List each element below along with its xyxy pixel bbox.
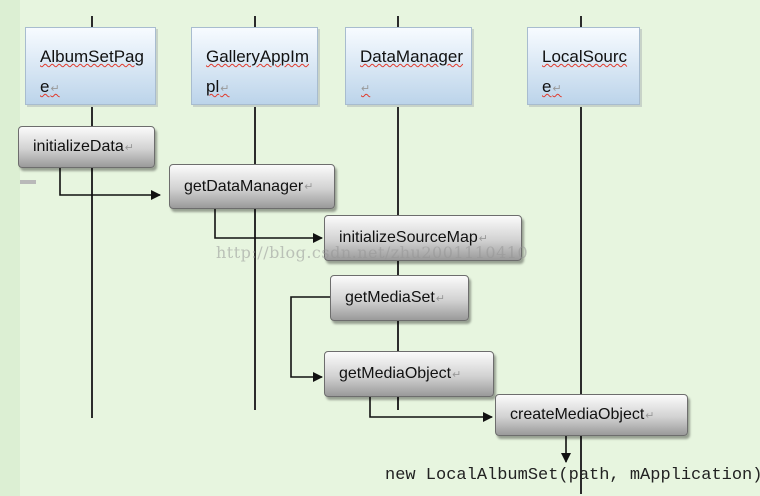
return-mark: ↵: [50, 83, 60, 95]
return-mark: ↵: [361, 83, 371, 95]
code-line: new LocalAlbumSet(path, mApplication);↵: [385, 466, 760, 485]
actor-datamanager: DataManager ↵: [345, 27, 472, 105]
lifeline-datamanager: [397, 16, 399, 410]
code-text: new LocalAlbumSet(path, mApplication);: [385, 466, 760, 485]
arrow-getmediaset-to-getmediaobject: [290, 296, 330, 382]
message-createmediaobject: createMediaObject↵: [495, 394, 688, 436]
arrow-getmediaobject-to-createmediaobject: [369, 397, 493, 422]
message-initializedata: initializeData↵: [18, 126, 155, 168]
actor-label: DataManager: [360, 47, 464, 66]
lifeline-localsource: [580, 16, 582, 494]
actor-label: GalleryAppImpl: [206, 47, 309, 96]
message-label: createMediaObject: [510, 406, 645, 423]
actor-localsource: LocalSource↵: [527, 27, 640, 105]
return-mark: ↵: [452, 368, 462, 381]
lifeline-galleryappimpl: [254, 16, 256, 410]
message-label: initializeData: [33, 138, 124, 155]
message-getdatamanager: getDataManager↵: [169, 164, 335, 209]
return-mark: ↵: [645, 409, 655, 422]
message-label: initializeSourceMap: [339, 229, 478, 246]
message-label: getMediaSet: [345, 289, 435, 306]
actor-label: AlbumSetPage: [40, 47, 144, 96]
watermark: http://blog.csdn.net/zhu2001110410: [216, 243, 529, 262]
message-getmediaset: getMediaSet↵: [330, 275, 469, 321]
arrow-initializedata-to-getdatamanager: [59, 168, 161, 200]
margin-marker: [20, 180, 36, 184]
actor-albumsetpage: AlbumSetPage↵: [25, 27, 156, 105]
actor-label: LocalSource: [542, 47, 628, 96]
return-mark: ↵: [552, 83, 562, 95]
return-mark: ↵: [220, 83, 230, 95]
message-initializesourcemap: initializeSourceMap↵: [324, 215, 522, 261]
actor-galleryappimpl: GalleryAppImpl↵: [191, 27, 318, 105]
lifeline-albumsetpage: [91, 16, 93, 418]
left-margin-stripe: [0, 0, 20, 496]
return-mark: ↵: [435, 292, 446, 305]
return-mark: ↵: [124, 141, 134, 154]
arrow-getdatamanager-to-initializesourcemap: [214, 209, 323, 243]
return-mark: ↵: [478, 232, 488, 245]
message-label: getMediaObject: [339, 365, 452, 382]
message-getmediaobject: getMediaObject↵: [324, 351, 494, 397]
message-label: getDataManager: [184, 177, 304, 195]
return-mark: ↵: [304, 181, 314, 193]
